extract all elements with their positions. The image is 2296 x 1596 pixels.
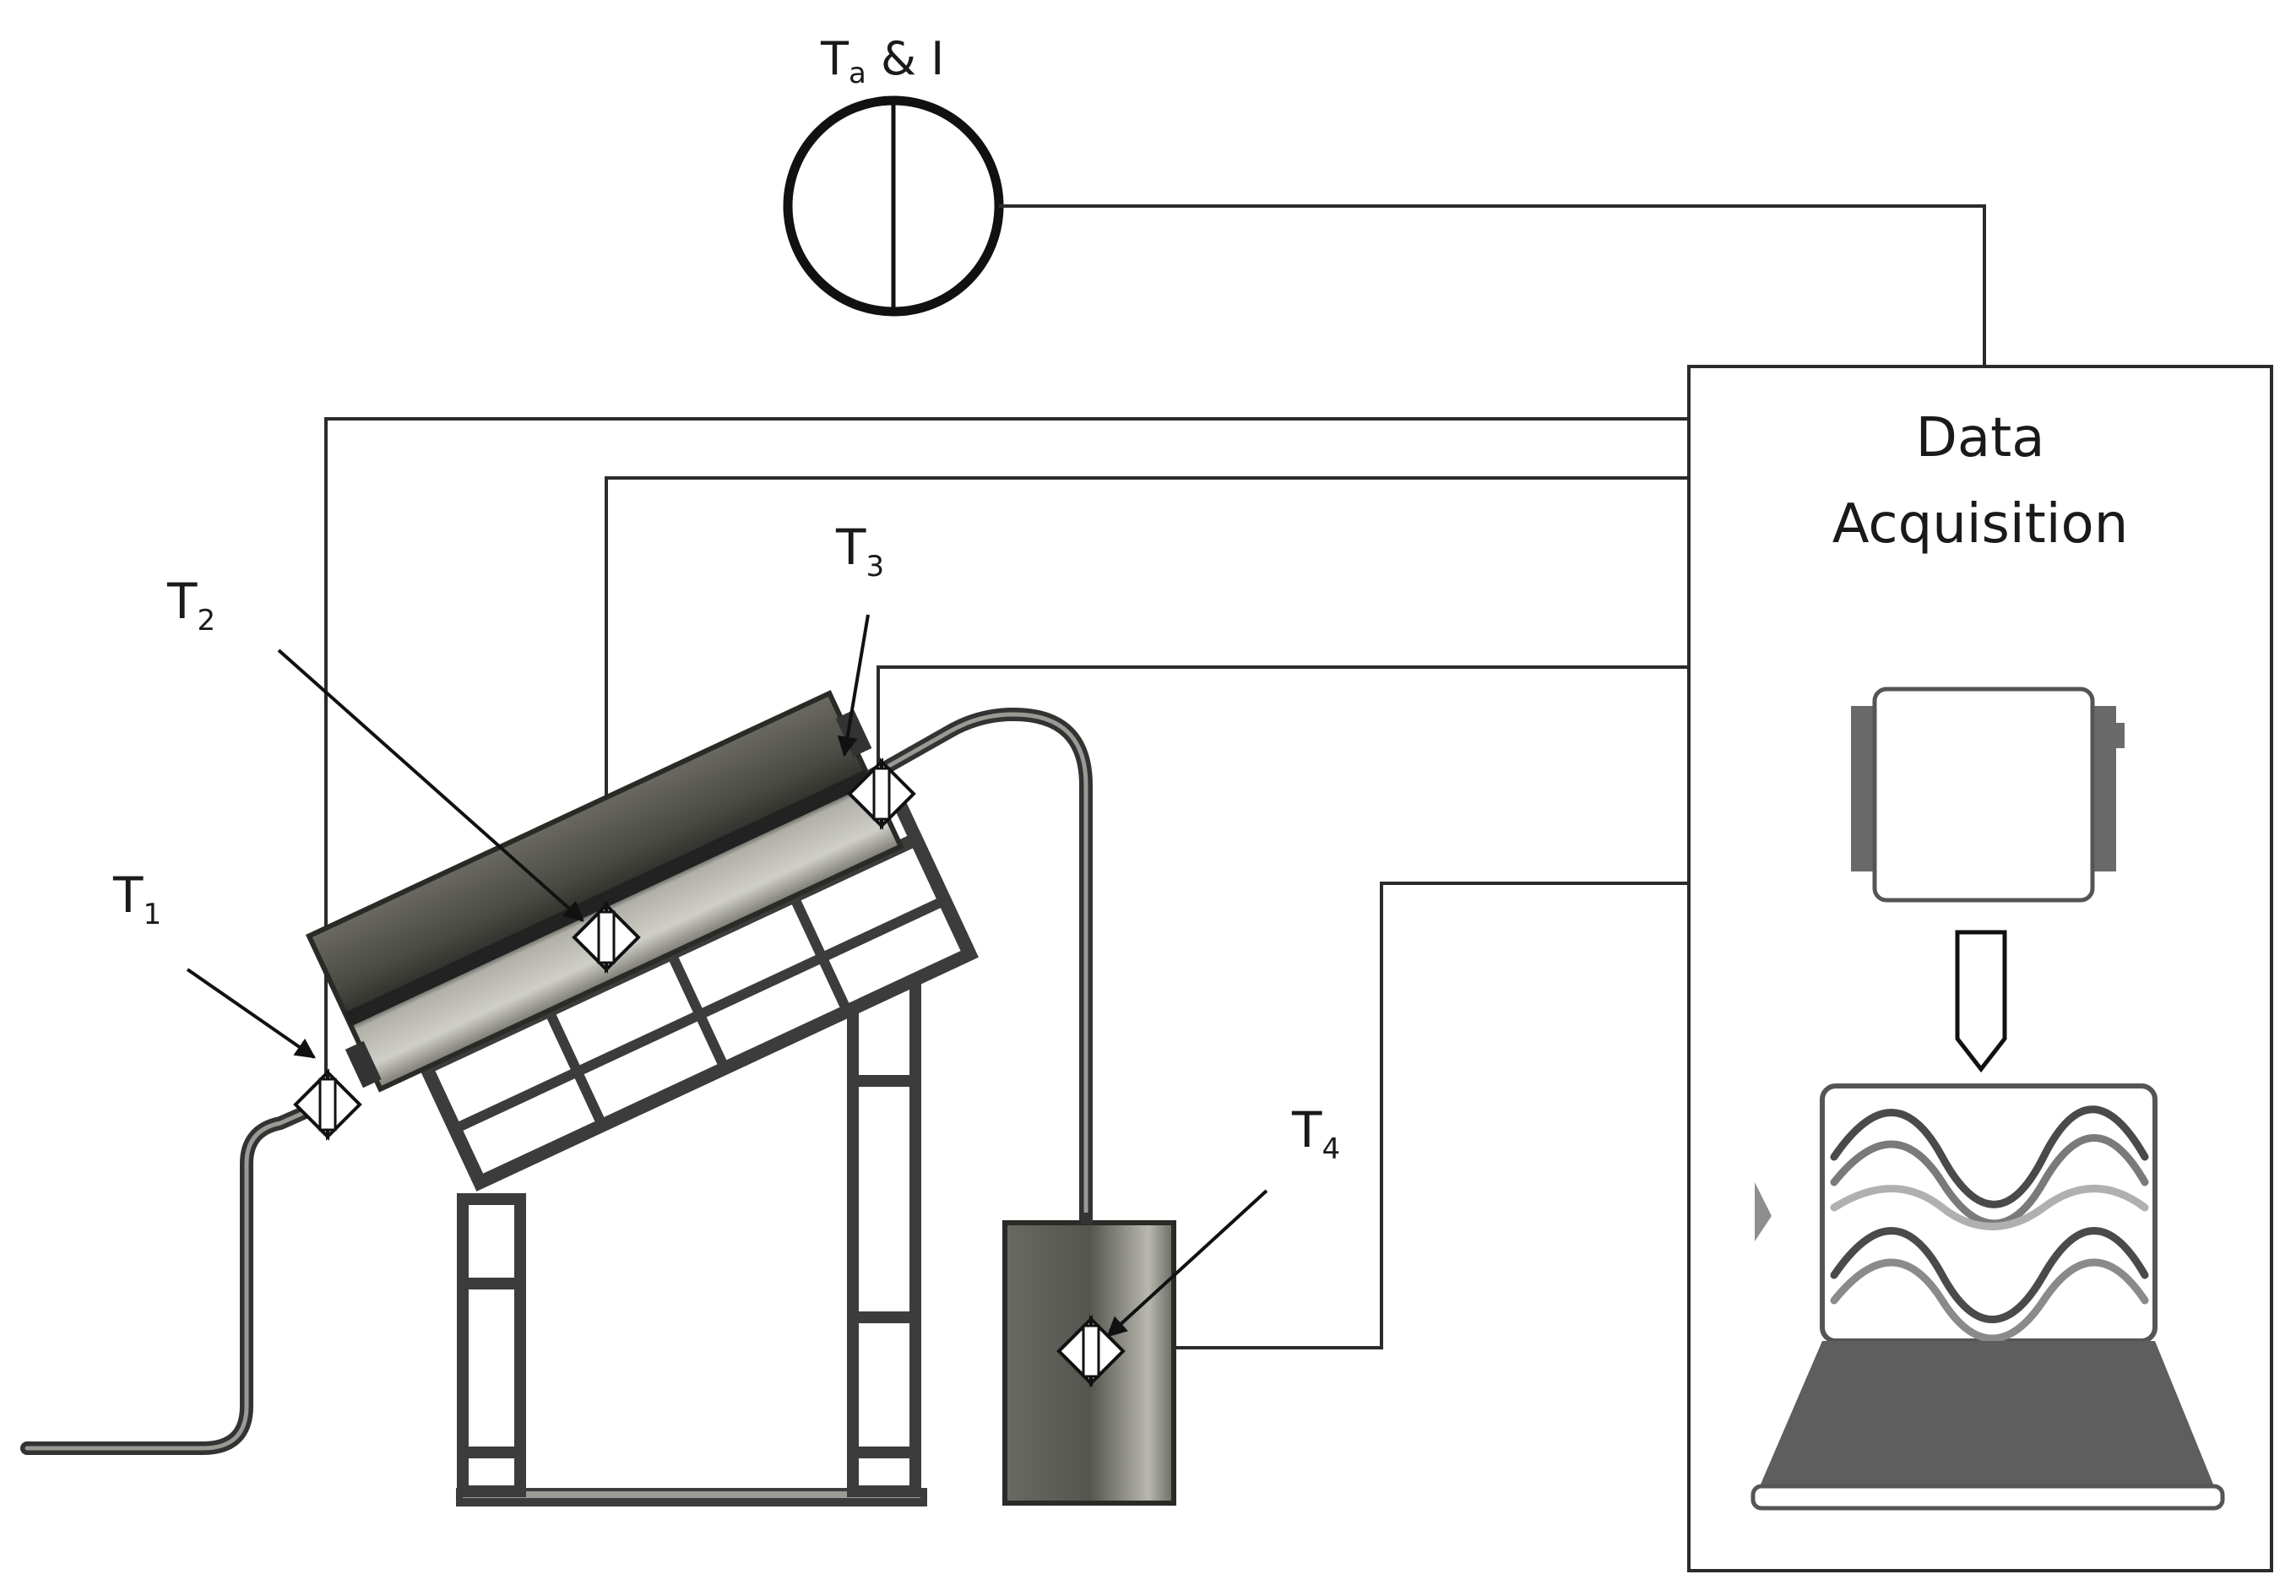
sensor-t4 [1056, 1315, 1126, 1387]
sensor-label-t2: T2 [166, 573, 215, 638]
sensor-t2 [572, 901, 641, 974]
inlet-pipe [20, 1091, 345, 1455]
laptop-base [1760, 1341, 2214, 1486]
t1-wire [324, 417, 1689, 1078]
t4-arrow [1106, 1189, 1268, 1338]
sensor-t1 [293, 1068, 362, 1141]
support-stand [456, 974, 927, 1506]
t3-arrow [837, 614, 870, 757]
t4-wire [1123, 882, 1689, 1349]
sensor-arrows [186, 614, 1268, 1338]
daq-title-line2: Acquisition [1832, 493, 2129, 556]
t2-wire [605, 476, 1689, 937]
t3-wire [877, 665, 1689, 777]
pipe-highlights [24, 712, 1088, 1451]
ambient-irradiance-meter: Ta & I [783, 32, 1004, 317]
data-logger-icon [1851, 687, 2125, 903]
waveform-chart-icon [1830, 1105, 2149, 1343]
t2-arrow [277, 649, 584, 922]
sensor-label-t3: T3 [835, 518, 884, 584]
sensor-label-t1: T1 [112, 866, 161, 931]
data-acquisition-box: Data Acquisition [1687, 365, 2273, 1572]
laptop-icon [1750, 1083, 2225, 1511]
solar-collector [305, 690, 979, 1192]
download-arrow-icon [1955, 930, 2007, 1073]
sensor-t3 [847, 757, 916, 830]
meter-wire [999, 204, 1986, 366]
t1-arrow [186, 968, 316, 1059]
daq-title-line1: Data [1916, 407, 2045, 470]
sensor-label-t4: T4 [1291, 1101, 1340, 1166]
absorber-strip [345, 769, 872, 1027]
signal-wires [324, 204, 1986, 1349]
meter-label: Ta & I [820, 32, 944, 90]
